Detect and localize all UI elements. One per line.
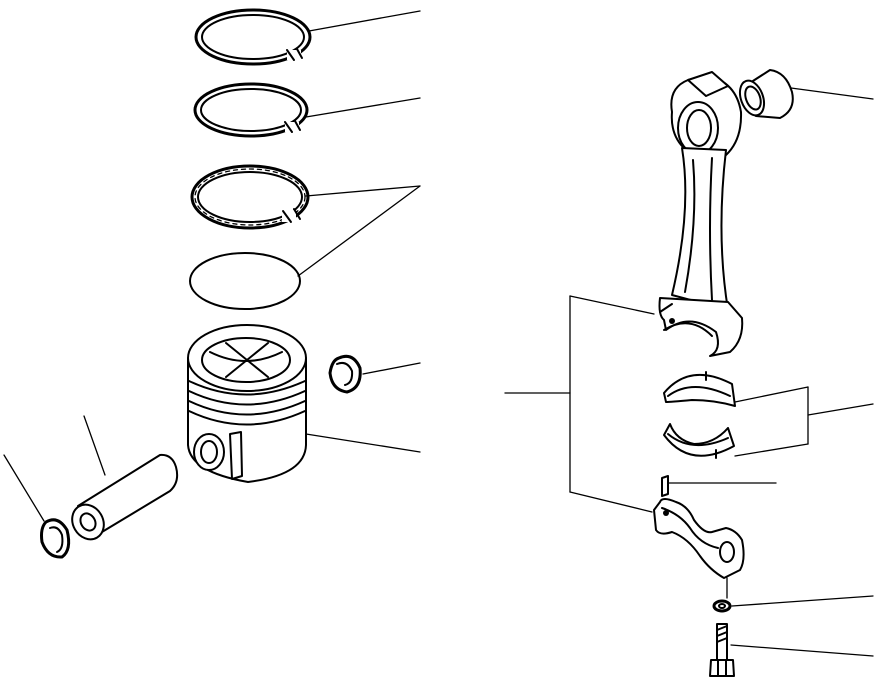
connecting-rod-cap — [653, 498, 745, 579]
top-ring — [194, 8, 312, 66]
piston — [187, 324, 307, 483]
connecting-rod — [658, 71, 744, 357]
piston-pin-snap-ring-left — [40, 518, 71, 559]
leader-lines — [3, 10, 874, 657]
connecting-rod-bearing-lower — [663, 423, 735, 459]
oil-ring-expander — [189, 252, 301, 310]
dowel-pin — [661, 475, 669, 497]
second-ring — [193, 82, 309, 138]
piston-pin — [71, 453, 179, 541]
connecting-rod-bearing-upper — [663, 371, 736, 407]
piston-pin-snap-ring-right — [328, 354, 362, 394]
washer — [712, 599, 732, 613]
connecting-rod-bolt — [709, 623, 735, 677]
small-end-bushing — [738, 69, 794, 119]
oil-ring — [190, 164, 310, 230]
